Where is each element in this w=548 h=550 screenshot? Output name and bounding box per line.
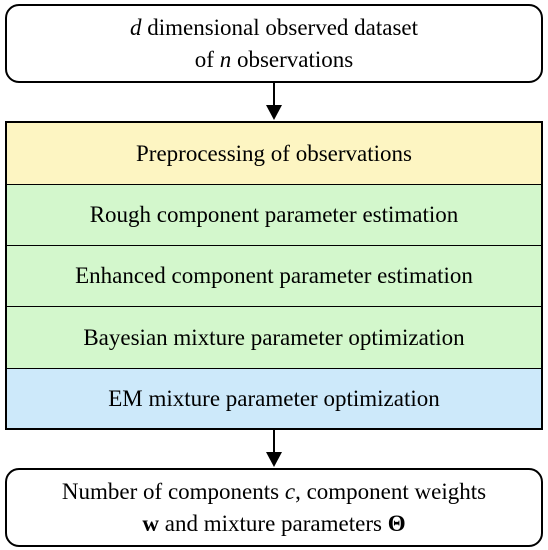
output-line-1-suffix: , component weights bbox=[295, 478, 487, 504]
processing-pipeline: Preprocessing of observations Rough comp… bbox=[5, 121, 543, 430]
arrow-down-icon bbox=[266, 83, 282, 120]
step-rough-estimation: Rough component parameter estimation bbox=[7, 185, 541, 246]
output-line-1: Number of components c, component weight… bbox=[62, 476, 486, 508]
step-enhanced-estimation: Enhanced component parameter estimation bbox=[7, 246, 541, 307]
output-line-1-text: Number of components bbox=[61, 478, 285, 504]
input-line-2: of n observations bbox=[195, 44, 353, 76]
input-line-2-prefix: of bbox=[194, 46, 220, 72]
output-results-box: Number of components c, component weight… bbox=[5, 468, 543, 547]
observation-count-variable: n bbox=[219, 46, 232, 72]
arrow-down-icon bbox=[266, 430, 282, 467]
step-bayesian-optimization-label: Bayesian mixture parameter optimization bbox=[83, 324, 465, 350]
step-preprocessing-label: Preprocessing of observations bbox=[136, 140, 412, 166]
input-dataset-box: d dimensional observed dataset of n obse… bbox=[5, 4, 543, 83]
input-line-1: d dimensional observed dataset bbox=[130, 12, 418, 44]
output-line-2-text: and mixture parameters bbox=[159, 510, 388, 536]
step-enhanced-estimation-label: Enhanced component parameter estimation bbox=[75, 263, 473, 288]
step-preprocessing: Preprocessing of observations bbox=[7, 123, 541, 185]
input-line-1-text: dimensional observed dataset bbox=[141, 14, 419, 40]
weights-symbol: w bbox=[142, 510, 160, 536]
step-em-optimization-label: EM mixture parameter optimization bbox=[108, 385, 440, 411]
step-em-optimization: EM mixture parameter optimization bbox=[7, 369, 541, 428]
theta-symbol: Θ bbox=[387, 510, 406, 536]
step-bayesian-optimization: Bayesian mixture parameter optimization bbox=[7, 307, 541, 369]
component-count-variable: c bbox=[284, 478, 296, 504]
input-line-2-text: observations bbox=[231, 46, 354, 72]
step-rough-estimation-label: Rough component parameter estimation bbox=[89, 202, 459, 227]
dimension-variable: d bbox=[129, 14, 142, 40]
output-line-2: w and mixture parameters Θ bbox=[142, 508, 405, 540]
